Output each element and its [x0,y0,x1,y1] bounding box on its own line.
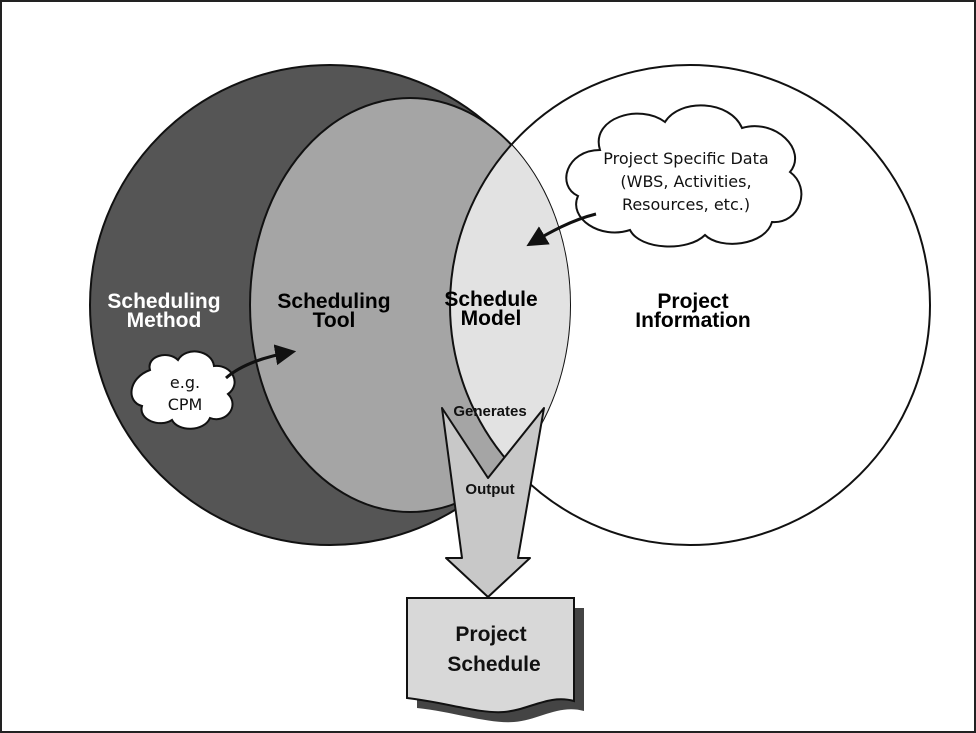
schedule-model-label-1: Schedule [444,288,537,311]
schedule-model-label-2: Model [461,307,522,330]
scheduling-tool-label-1: Scheduling [277,290,390,313]
generates-label: Generates [453,403,526,420]
project-schedule-label-2: Schedule [447,653,540,676]
scheduling-method-label-1: Scheduling [107,290,220,313]
document-icon [406,597,584,723]
scheduling-method-label-2: Method [127,309,202,332]
output-label: Output [465,481,514,498]
output-arrow-icon [441,407,545,598]
project-data-cloud-line-1: Project Specific Data [603,149,768,168]
curved-arrow-icon [526,212,597,247]
project-information-label-1: Project [657,290,728,313]
scheduling-tool-label-2: Tool [313,309,356,332]
project-data-cloud-line-2: (WBS, Activities, [620,172,751,191]
project-information-label-2: Information [635,309,751,332]
curved-arrow-icon [225,344,297,380]
schedule-model-lens [449,98,570,512]
cpm-cloud-line-1: e.g. [170,373,200,392]
cloud-icon [130,350,236,430]
project-data-cloud-line-3: Resources, etc.) [622,195,750,214]
cpm-cloud-line-2: CPM [168,395,203,414]
project-schedule-label-1: Project [455,623,526,646]
